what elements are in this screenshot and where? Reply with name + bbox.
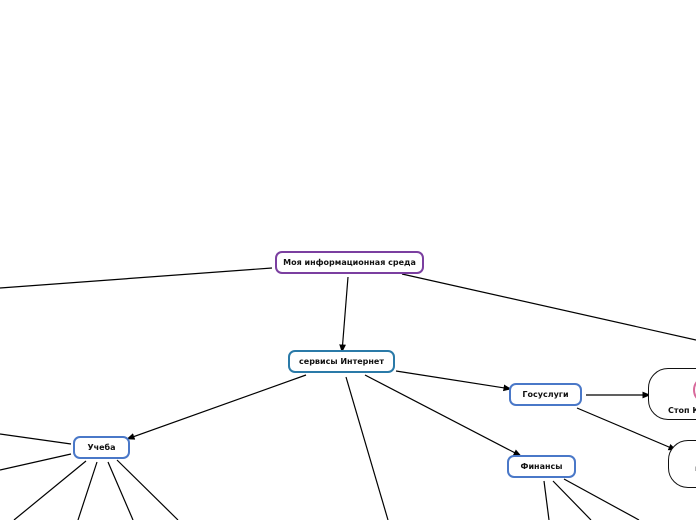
node-stop-label: Стоп Ко — [668, 406, 696, 415]
edge-finansy-3 — [563, 478, 640, 520]
node-gosuslugi[interactable]: Госуслуги — [509, 383, 582, 406]
edge-ucheba-1 — [0, 433, 72, 445]
node-ucheba[interactable]: Учеба — [73, 436, 130, 459]
node-internet-services-label: сервисы Интернет — [299, 357, 384, 366]
node-finansy-label: Финансы — [520, 462, 563, 471]
edge-ucheba-6 — [116, 459, 179, 520]
node-k[interactable]: к — [668, 440, 696, 488]
edge-finansy-2 — [552, 480, 592, 520]
node-internet-services[interactable]: сервисы Интернет — [288, 350, 395, 373]
edge-gosuslugi-k — [576, 407, 677, 451]
node-finansy[interactable]: Финансы — [507, 455, 576, 478]
node-root-label: Моя информационная среда — [283, 258, 416, 267]
edge-internet-gosuslugi — [395, 370, 512, 392]
edge-finansy-1 — [543, 480, 550, 520]
node-root[interactable]: Моя информационная среда — [275, 251, 424, 274]
edge-ucheba-2 — [0, 453, 72, 471]
edge-ucheba-4 — [77, 461, 98, 520]
edge-internet-down — [345, 376, 389, 520]
edge-root-left — [0, 267, 273, 289]
node-stop[interactable]: Стоп Ко — [648, 368, 696, 420]
edge-internet-finansy — [364, 374, 522, 457]
edge-internet-ucheba — [126, 374, 307, 440]
edge-root-right — [401, 273, 696, 341]
node-gosuslugi-label: Госуслуги — [522, 390, 569, 399]
edge-root-internet — [339, 276, 349, 353]
node-ucheba-label: Учеба — [87, 443, 116, 452]
edge-ucheba-5 — [107, 461, 134, 520]
edge-ucheba-3 — [13, 460, 87, 520]
